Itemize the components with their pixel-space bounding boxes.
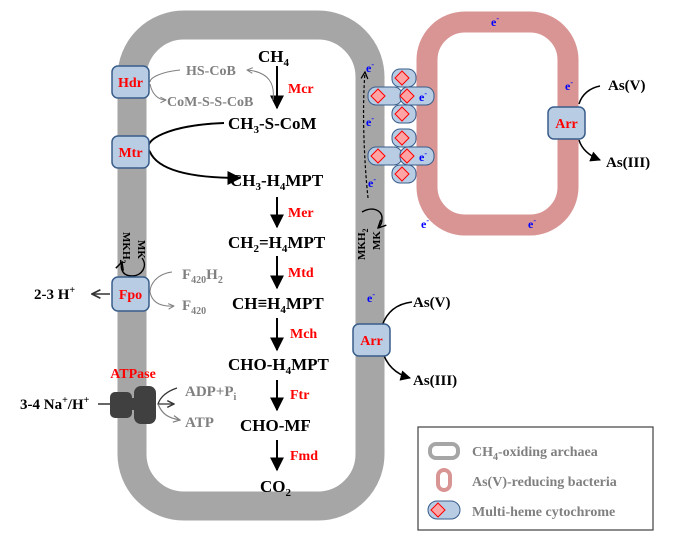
electron-label: e- [419,89,427,104]
legend-bacteria-symbol [436,468,452,492]
adp-pi-label: ADP+Pi [185,384,237,403]
heme-icon [399,148,415,164]
hdr-enzyme[interactable]: Hdr [111,65,150,99]
electron-transfer-dashed-arrow [364,72,369,199]
mcr-hs-cob-arrow [247,70,274,101]
electron-label: e- [528,216,536,231]
electron-labels: e-e-e-e-e-e-e-e- [366,14,573,305]
as3-archaea-label: As(III) [413,373,457,389]
mk-loop-left [121,257,146,277]
mch-label: Mch [290,327,317,342]
legend: CH4-oxiding archaea As(V)-reducing bacte… [417,426,654,531]
hdr-cycle-lower [149,83,166,100]
mer-label: Mer [288,206,314,221]
as5-bacteria-label: As(V) [608,78,646,94]
electron-label: e- [368,175,376,190]
legend-cytochrome-label: Multi-heme cytochrome [472,505,615,520]
arr-archaea-as5-arc [381,301,413,327]
mk-left-label: MK [135,240,147,259]
fpo-enzyme[interactable]: Fpo [111,276,150,312]
legend-archaea-label: CH4-oxiding archaea [472,445,598,463]
mtr-transfer-arrow [147,122,242,185]
arr-bacteria-as5-arc [578,85,601,105]
ch3-h4mpt-label: CH3-H4MPT [230,171,324,193]
atpase-complex[interactable]: ATPase [110,367,156,424]
f420h2-label: F420H2 [182,267,223,286]
bacteria-membrane [416,11,579,236]
arr-bacteria-label: Arr [555,117,578,132]
fpo-f420-arrow [149,271,174,306]
hs-cob-label: HS-CoB [186,64,236,79]
electron-label: e- [565,78,573,93]
arr-archaea-enzyme[interactable]: Arr [352,323,391,357]
electron-label: e- [421,216,429,231]
hdr-cycle-upper [149,69,181,83]
arr-bacteria-as3-arc [578,139,601,162]
fpo-label: Fpo [119,288,142,303]
ftr-label: Ftr [290,388,309,403]
f420-label: F420 [182,298,206,317]
mtd-label: Mtd [288,266,314,281]
electron-label: e- [491,14,499,29]
ion-import-label: 3-4 Na+/H+ [20,395,90,413]
heme-icon [394,106,410,122]
mcr-label: Mcr [288,82,314,97]
atpase-adp-arrow [157,387,178,404]
mk-loop-right [361,208,382,228]
as5-archaea-label: As(V) [413,295,451,311]
mk-right-label: MK [371,231,383,250]
ch4-label: CH4 [258,47,290,69]
ch-h4mpt-label: CH≡H4MPT [232,294,324,316]
electron-label: e- [367,290,375,305]
legend-bacteria-label: As(V)-reducing bacteria [472,475,617,490]
ch2-h4mpt-label: CH2=H4MPT [228,233,326,255]
legend-cytochrome-symbol [427,500,461,520]
atp-label: ATP [185,415,214,431]
heme-icon [394,130,410,146]
electron-label: e- [366,60,374,75]
ch3-s-com-label: CH3-S-CoM [228,114,317,136]
cytochrome-cluster-upper: e- [367,68,435,124]
heme-icon [394,166,410,182]
proton-export-label: 2-3 H+ [34,285,75,303]
legend-archaea-symbol [428,442,460,460]
mtr-label: Mtr [118,146,142,161]
com-s-s-cob-label: CoM-S-S-CoB [167,95,253,110]
heme-icon [399,88,415,104]
co2-label: CO2 [260,477,292,499]
arr-bacteria-enzyme[interactable]: Arr [547,106,586,140]
archaea-membrane [117,10,385,521]
atpase-atp-arrow [157,403,180,420]
atpase-label: ATPase [110,367,156,382]
cho-h4mpt-label: CHO-H4MPT [228,355,330,377]
cytochrome-cluster-lower: e- [367,128,435,184]
heme-icon [394,70,410,86]
as3-bacteria-label: As(III) [606,155,650,171]
heme-icon [370,148,386,164]
fmd-label: Fmd [290,449,318,464]
mkh2-left-label: MKH2 [118,232,132,264]
arr-archaea-label: Arr [360,334,383,349]
heme-icon [370,88,386,104]
mkh2-right-label: MKH2 [356,229,370,261]
electron-label: e- [419,149,427,164]
electron-label: e- [366,114,374,129]
hdr-label: Hdr [118,76,143,91]
mtr-enzyme[interactable]: Mtr [111,135,150,169]
cho-mf-label: CHO-MF [240,416,311,435]
